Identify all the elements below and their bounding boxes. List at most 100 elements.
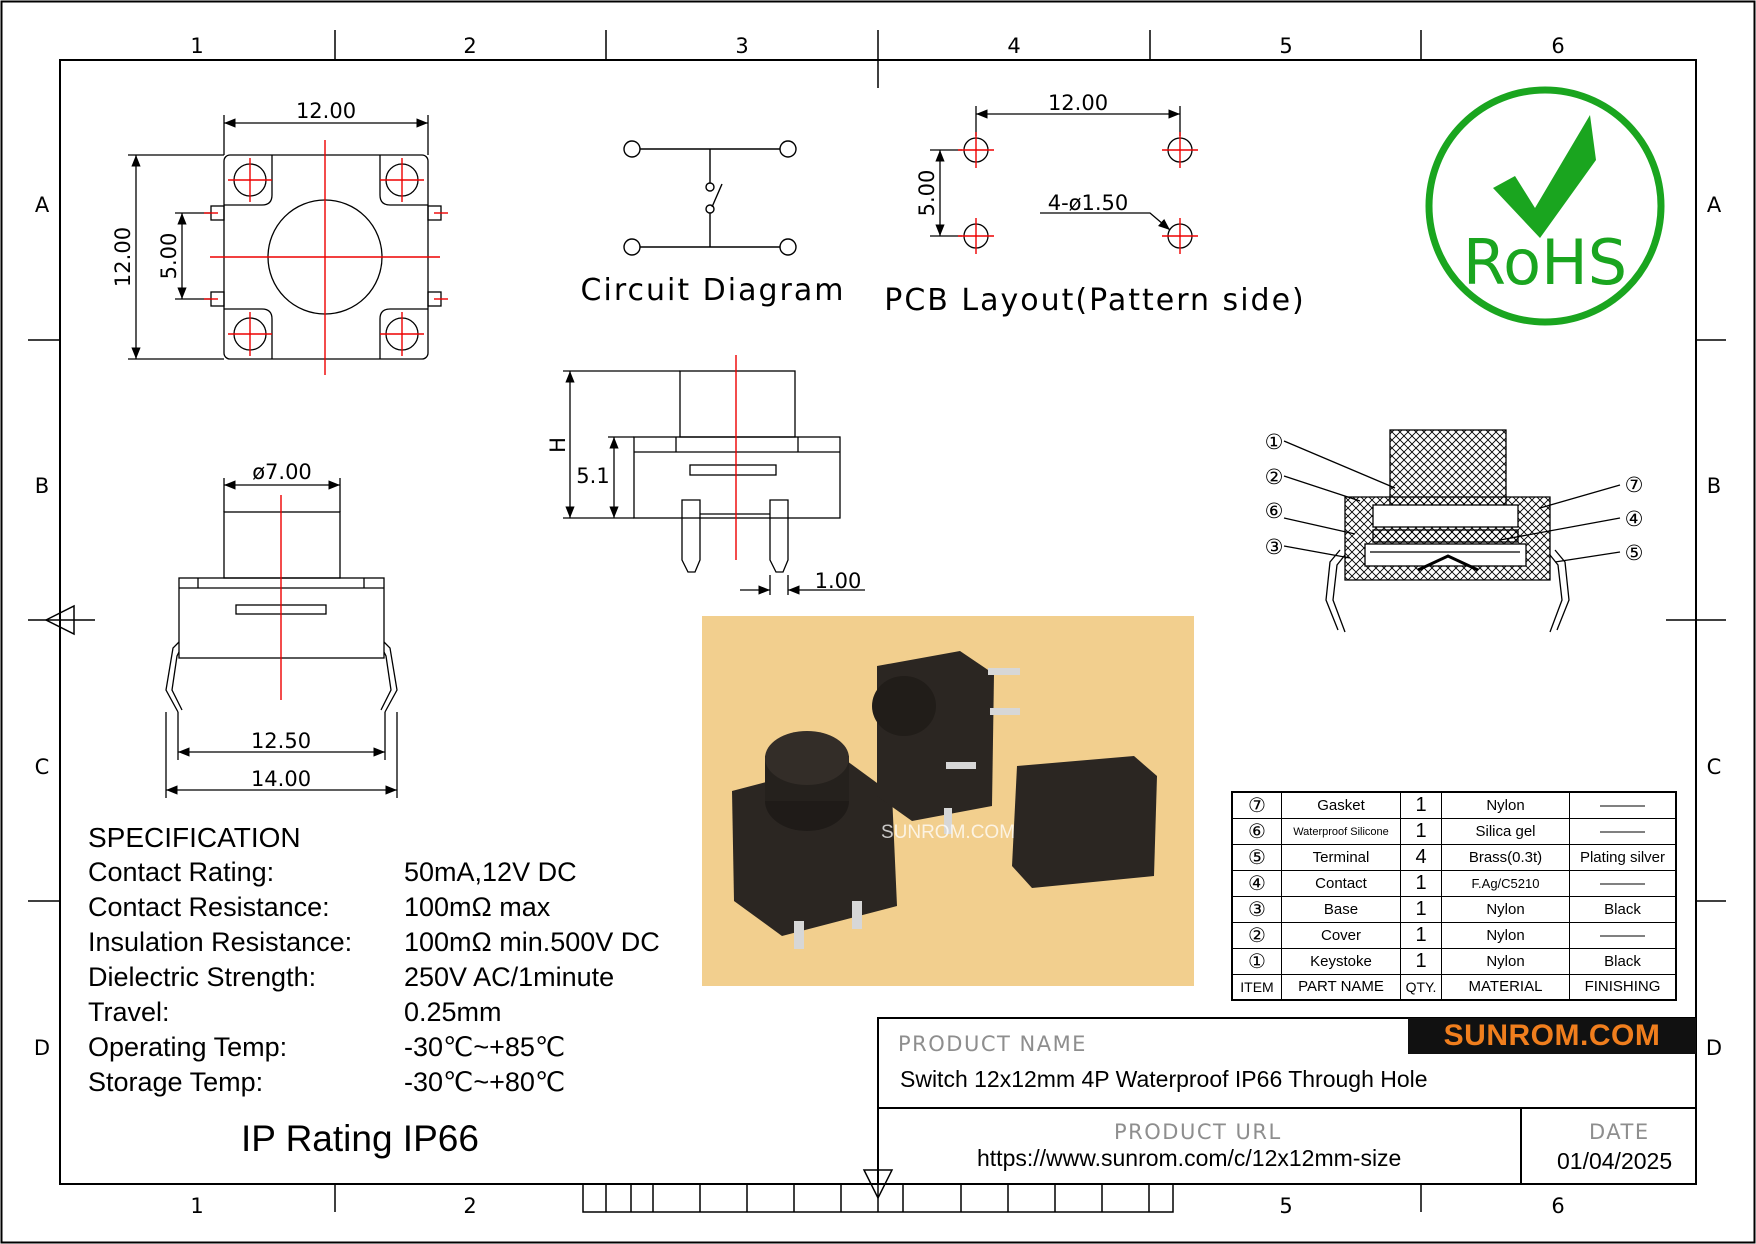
bom-part: Waterproof Silicone [1281, 818, 1401, 845]
bom-part: Cover [1281, 922, 1401, 949]
bom-item: ⑥ [1231, 818, 1282, 845]
callout-5: ⑤ [1625, 541, 1644, 565]
bom-finishing: Black [1569, 896, 1677, 923]
spec-row: Storage Temp: -30℃~+80℃ [88, 1065, 660, 1100]
spec-value: 50mA,12V DC [404, 857, 577, 887]
pcb-dim-x: 12.00 [1048, 91, 1108, 115]
col-label: 2 [463, 34, 476, 58]
bom-finishing: ——— [1569, 922, 1677, 949]
pcb-layout [930, 106, 1193, 249]
bom-header-part: PART NAME [1281, 974, 1401, 1000]
bom-qty: 1 [1400, 791, 1442, 819]
col-label: 6 [1551, 34, 1564, 58]
date-label: DATE [1589, 1120, 1650, 1144]
bom-part: Contact [1281, 870, 1401, 897]
bom-part: Keystoke [1281, 948, 1401, 975]
spec-key: Storage Temp: [88, 1067, 264, 1097]
bom-material: Nylon [1441, 791, 1570, 819]
bom-finishing: Black [1569, 948, 1677, 975]
product-name: Switch 12x12mm 4P Waterproof IP66 Throug… [900, 1066, 1428, 1092]
spec-key: Contact Rating: [88, 857, 275, 887]
brand-logo: SUNROM.COM [1408, 1018, 1696, 1054]
row-label: A [35, 193, 50, 217]
pcb-centerlines [958, 132, 1198, 254]
bom-header-material: MATERIAL [1441, 974, 1570, 1000]
bom-part: Base [1281, 896, 1401, 923]
bom-qty: 1 [1400, 818, 1442, 845]
callout-6: ⑥ [1265, 499, 1284, 523]
dim-lead-span: 12.50 [251, 729, 311, 753]
bom-qty: 1 [1400, 948, 1442, 975]
callout-4: ④ [1625, 507, 1644, 531]
product-url[interactable]: https://www.sunrom.com/c/12x12mm-size [977, 1145, 1402, 1171]
spec-row: Contact Rating: 50mA,12V DC [88, 855, 660, 890]
row-label: B [35, 474, 49, 498]
bom-finishing: ——— [1569, 818, 1677, 845]
bom-item: ③ [1231, 896, 1282, 923]
spec-value: 250V AC/1minute [404, 962, 615, 992]
bom-item: ① [1231, 948, 1282, 975]
specification-block: SPECIFICATION Contact Rating:50mA,12V DC… [88, 820, 660, 1100]
product-url-label: PRODUCT URL [1114, 1120, 1282, 1144]
dim-height: H [546, 437, 570, 453]
pcb-hole-dim: 4-ø1.50 [1048, 191, 1129, 215]
spec-value: -30℃~+85℃ [404, 1032, 566, 1062]
bom-qty: 4 [1400, 844, 1442, 871]
circuit-diagram [623, 140, 797, 256]
col-label: 1 [190, 1194, 203, 1218]
top-view-centerlines [204, 140, 448, 375]
dim-pin-width: 1.00 [815, 569, 862, 593]
bom-item: ② [1231, 922, 1282, 949]
section-callouts: ① ② ③ ④ ⑤ ⑥ ⑦ [1265, 430, 1644, 565]
circuit-caption: Circuit Diagram [581, 273, 846, 308]
bom-header-qty: QTY. [1400, 974, 1442, 1000]
rohs-logo: RoHS [1425, 86, 1665, 326]
dim-top-height: 12.00 [111, 227, 135, 287]
bom-finishing: Plating silver [1569, 844, 1677, 871]
col-label: 4 [1007, 34, 1020, 58]
callout-3: ③ [1265, 535, 1284, 559]
dim-top-pitch: 5.00 [157, 233, 181, 280]
section-view [1283, 429, 1621, 633]
col-label: 3 [735, 34, 748, 58]
dim-base-height: 5.1 [576, 464, 609, 488]
bom-material: F.Ag/C5210 [1441, 870, 1570, 897]
bom-part: Gasket [1281, 791, 1401, 819]
bom-qty: 1 [1400, 922, 1442, 949]
spec-value: 100mΩ max [404, 892, 551, 922]
bom-material: Silica gel [1441, 818, 1570, 845]
spec-key: Dielectric Strength: [88, 962, 317, 992]
spec-row: Operating Temp: -30℃~+85℃ [88, 1030, 660, 1065]
pcb-dim-y: 5.00 [915, 170, 939, 217]
spec-row: Dielectric Strength: 250V AC/1minute [88, 960, 660, 995]
bom-header-finishing: FINISHING [1569, 974, 1677, 1000]
row-label: D [1706, 1036, 1722, 1060]
spec-value: -30℃~+80℃ [404, 1067, 566, 1097]
bom-finishing: ——— [1569, 791, 1677, 819]
photo-watermark: SUNROM.COM [881, 822, 1015, 843]
checkmark-icon [1493, 115, 1596, 238]
bom-material: Brass(0.3t) [1441, 844, 1570, 871]
bom-item: ⑤ [1231, 844, 1282, 871]
pcb-caption: PCB Layout(Pattern side) [884, 283, 1305, 318]
spec-key: Operating Temp: [88, 1032, 288, 1062]
side-view [563, 370, 865, 595]
bom-item: ⑦ [1231, 791, 1282, 819]
spec-row: Travel:0.25mm [88, 995, 660, 1030]
spec-row: Contact Resistance:100mΩ max [88, 890, 660, 925]
bom-finishing: ——— [1569, 870, 1677, 897]
bom-material: Nylon [1441, 896, 1570, 923]
spec-row: Insulation Resistance:100mΩ min.500V DC [88, 925, 660, 960]
col-label: 6 [1551, 1194, 1564, 1218]
product-name-label: PRODUCT NAME [898, 1032, 1087, 1056]
bom-qty: 1 [1400, 870, 1442, 897]
row-label: A [1707, 193, 1722, 217]
col-label: 5 [1279, 1194, 1292, 1218]
